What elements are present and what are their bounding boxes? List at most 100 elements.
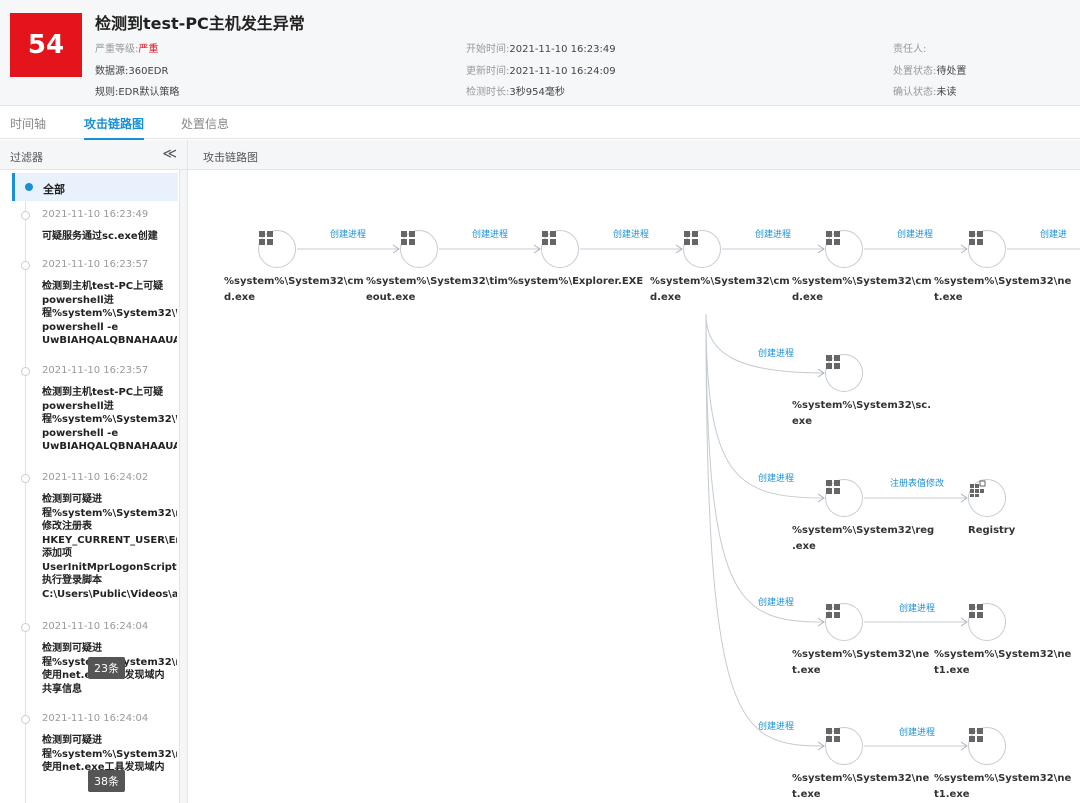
edge-curve [705,313,825,747]
confirm-label: 确认状态: [893,87,937,98]
update-time-field: 更新时间:2021-11-10 16:24:09 [466,62,616,77]
edge-label: 创建进程 [758,474,795,484]
edge-curve [705,313,825,374]
edge-label: 创建进程 [755,230,792,240]
node-label: %system%\System32\cm d.exe [224,276,364,303]
rule-field: 规则:EDR默认策略 [95,83,179,98]
tab-attack-chain[interactable]: 攻击链路图 [84,115,145,140]
status-value: 待处置 [936,66,967,77]
node-label: %system%\System32\reg .exe [792,525,935,552]
severity-label: 严重等级: [95,44,139,55]
process-node[interactable] [968,603,1006,641]
tab-timeline[interactable]: 时间轴 [10,117,47,131]
count-tooltip: 23条 [88,657,125,679]
start-time-value: 2021-11-10 16:23:49 [509,44,616,55]
duration-value: 3秒954毫秒 [509,87,565,98]
owner-label: 责任人: [893,44,927,55]
arrow-head [817,493,825,503]
owner-field: 责任人: [893,40,926,55]
edge-label: 创建进程 [899,728,936,738]
timeline-node-icon [21,211,30,220]
process-node[interactable] [825,479,863,517]
update-time-value: 2021-11-10 16:24:09 [509,66,616,77]
count-tooltip: 38条 [88,770,125,792]
arrow-head [817,617,825,627]
process-node[interactable] [400,230,438,268]
edge-label: 创建进程 [472,230,509,240]
timeline-node-icon [21,367,30,376]
alert-header: 54 检测到test-PC主机发生异常 严重等级:严重 数据源:360EDR 规… [0,0,1080,106]
process-node[interactable] [825,354,863,392]
process-node[interactable] [258,230,296,268]
panel-scrollbar[interactable] [180,170,188,803]
collapse-icon[interactable]: ≪ [162,146,177,162]
edge-label: 创建进程 [758,598,795,608]
node-label: %system%\System32\ne t.exe [792,773,930,800]
arrow-head [960,741,968,751]
arrow-head [533,244,541,254]
edge-label: 创建进程 [613,230,650,240]
timeline-axis [25,202,26,803]
start-time-label: 开始时间: [466,44,510,55]
filter-all-item[interactable]: 全部 [12,173,178,201]
arrow-head [817,244,825,254]
node-label: %system%\System32\cm d.exe [792,276,932,303]
rule-text: 规则:EDR默认策略 [95,87,180,98]
source-field: 数据源:360EDR [95,62,168,77]
edge-label: 创建进程 [330,230,367,240]
event-description: 检测到主机test-PC上可疑 powershell进 程%system%\Sy… [42,387,177,452]
process-node[interactable] [968,479,1006,517]
process-node[interactable] [968,727,1006,765]
edge-label: 创建进程 [897,230,934,240]
event-time: 2021-11-10 16:23:57 [42,365,149,376]
confirm-field: 确认状态:未读 [893,83,956,98]
edge-label: 创建进程 [758,349,795,359]
process-node[interactable] [825,230,863,268]
process-node[interactable] [825,603,863,641]
node-label: Registry [968,525,1016,536]
attack-chain-graph: 创建进程创建进程创建进程创建进程创建进程创建进创建进程创建进程创建进程创建进程注… [188,170,1080,803]
timeline-node-icon [21,715,30,724]
node-label: %system%\Explorer.EXE [508,276,644,287]
node-label: %system%\System32\ne t.exe [792,649,930,676]
arrow-head [960,617,968,627]
process-node[interactable] [825,727,863,765]
risk-score-badge: 54 [10,13,82,77]
tab-disposal-info[interactable]: 处置信息 [181,117,230,131]
status-field: 处置状态:待处置 [893,62,966,77]
process-node[interactable] [968,230,1006,268]
filter-panel-header: 过滤器 ≪ [0,140,188,170]
filter-all-label: 全部 [43,183,65,196]
graph-title: 攻击链路图 [203,151,258,164]
arrow-head [817,368,825,378]
arrow-head [960,493,968,503]
timeline-node-icon [21,623,30,632]
alert-title: 检测到test-PC主机发生异常 [95,14,305,33]
source-text: 数据源:360EDR [95,66,169,77]
severity-field: 严重等级:严重 [95,40,158,55]
graph-panel-header: 攻击链路图 [188,140,1080,170]
process-node[interactable] [683,230,721,268]
event-time: 2021-11-10 16:24:04 [42,713,149,724]
event-description: 检测到可疑进 程%system%\System32\re 修改注册表 HKEY_… [42,494,177,600]
process-node[interactable] [541,230,579,268]
duration-label: 检测时长: [466,87,510,98]
tab-bar: 时间轴 攻击链路图 处置信息 [0,107,1080,140]
filter-title: 过滤器 [10,151,43,164]
node-label: %system%\System32\ne t1.exe [934,649,1072,676]
node-label: %system%\System32\ne t.exe [934,276,1072,303]
edge-curve [705,313,825,623]
event-time: 2021-11-10 16:24:02 [42,472,149,483]
edge-curve [705,313,825,499]
node-label: %system%\System32\sc. exe [792,400,931,427]
node-label: %system%\System32\ne t1.exe [934,773,1072,800]
edge-label: 创建进程 [758,722,795,732]
severity-value: 严重 [138,44,159,55]
event-time: 2021-11-10 16:23:49 [42,209,149,220]
confirm-value: 未读 [936,87,957,98]
event-time: 2021-11-10 16:24:04 [42,621,149,632]
timeline-node-icon [21,261,30,270]
selected-dot-icon [25,183,33,191]
timeline-node-icon [21,474,30,483]
